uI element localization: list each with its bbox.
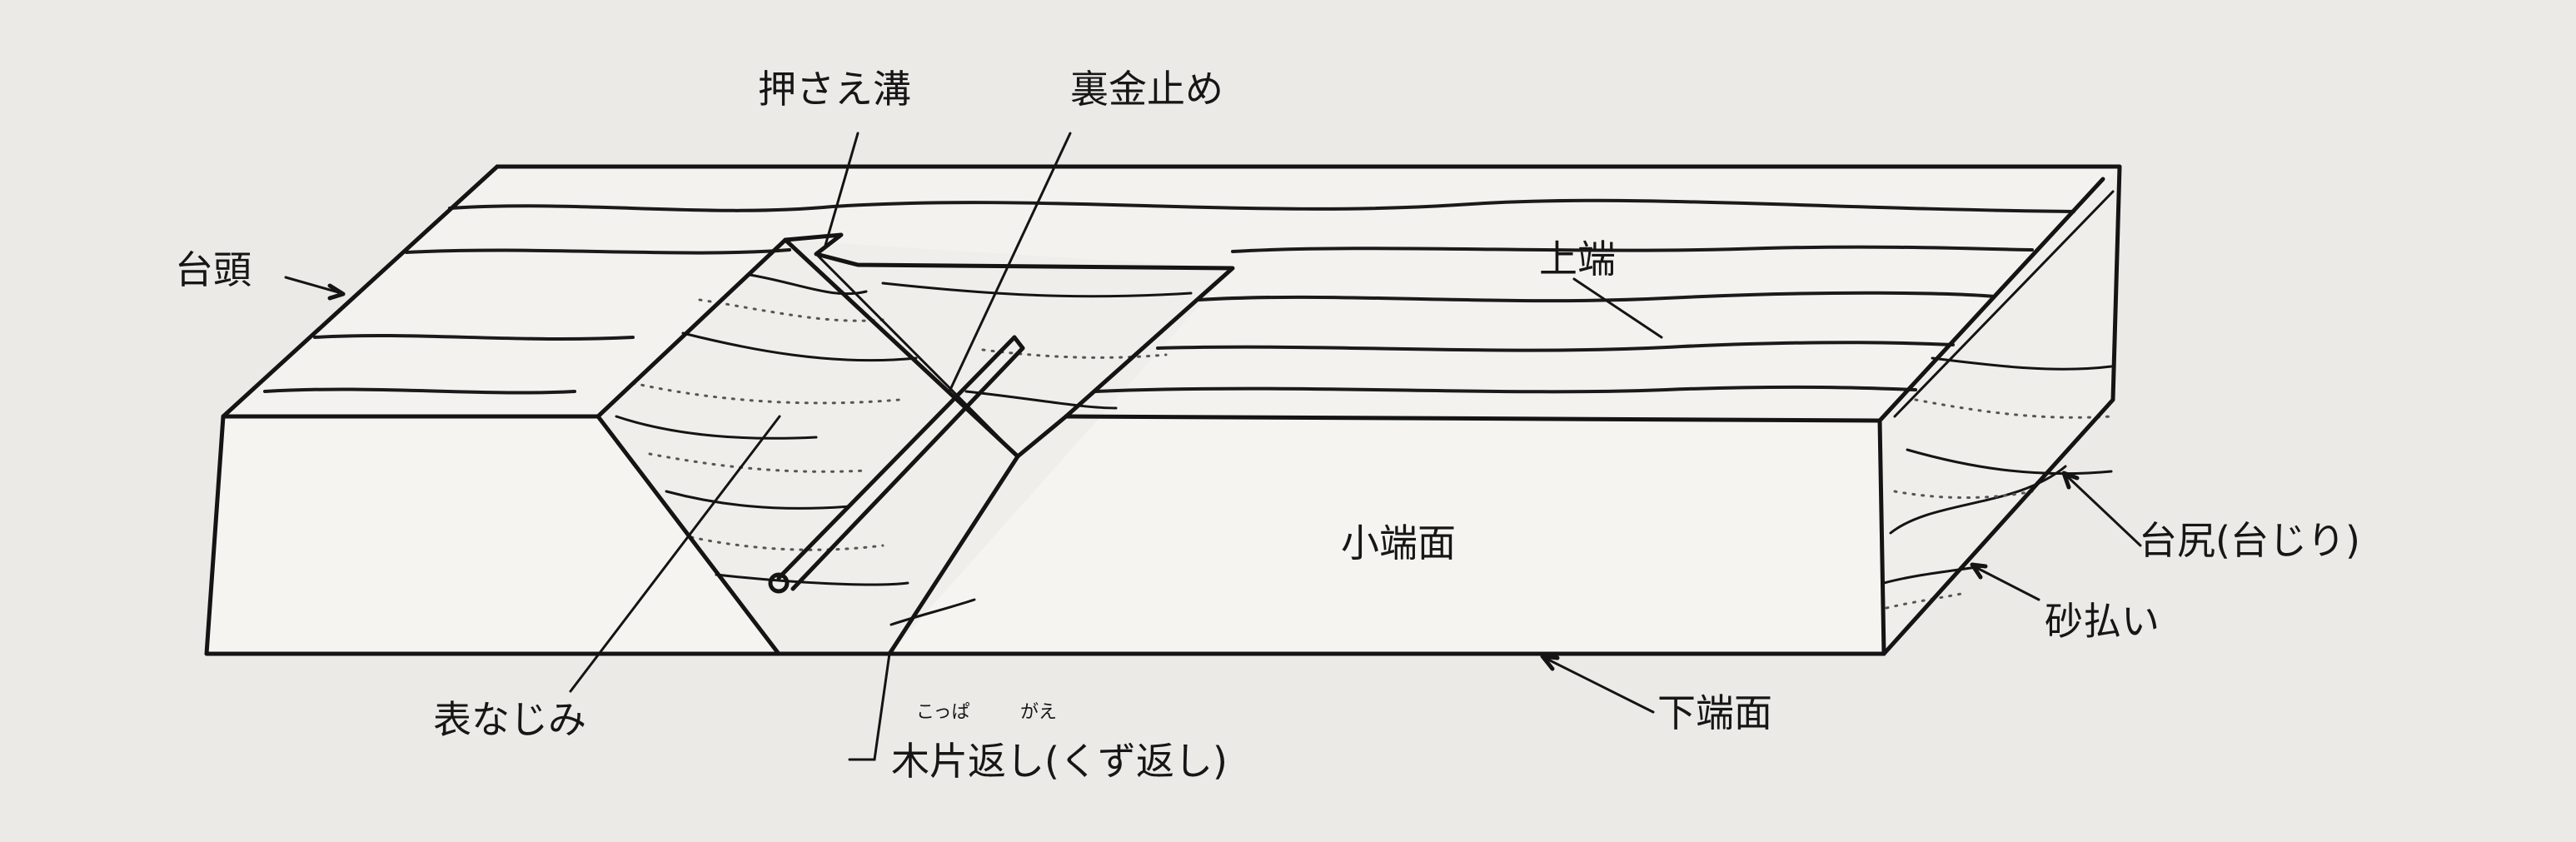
grain-line (313, 333, 635, 341)
grain-line (263, 387, 576, 395)
grain-line (889, 598, 976, 626)
holding-groove-edge-inner (815, 252, 1019, 458)
block-outline (495, 164, 2122, 656)
arrowhead (327, 283, 346, 301)
label-shitaba-men: 下端面 (1657, 690, 1772, 735)
grain-line (1931, 356, 2113, 371)
leader-koppa-gaeshi (848, 652, 891, 761)
label-uwaba: 上端 (1539, 237, 1616, 281)
leader-dai-gashira (284, 276, 343, 295)
grain-line (1882, 565, 1984, 585)
retaining-pin-end (768, 572, 790, 594)
grain-dotted (631, 381, 901, 405)
front-face (207, 416, 779, 654)
label-kobaba-men: 小端面 (1341, 521, 1456, 565)
butt-end-face (1880, 167, 2120, 654)
label-omote-najimi: 表なじみ (433, 697, 586, 742)
leader-uwaba (1572, 277, 1663, 339)
leader-uragane-dome (948, 132, 1072, 393)
furigana-koppa: こっぱ (916, 702, 969, 723)
grain-line (1094, 385, 1917, 394)
leader-omote-najimi (569, 415, 781, 693)
grain-line (1906, 448, 2113, 476)
grain-line (1156, 341, 1955, 352)
arrowhead (2061, 471, 2080, 490)
small-end-top-edge (1064, 414, 1882, 423)
bed-slope (598, 240, 1233, 654)
label-dai-gashira: 台頭 (175, 247, 252, 292)
small-end-face (889, 416, 1884, 654)
arrowhead (1540, 654, 1560, 671)
leader-osae-mizo (823, 132, 859, 250)
right-top-edge (1877, 177, 2105, 423)
grain-line (881, 281, 1193, 298)
grain-line (1231, 245, 2034, 253)
right-vertical-edge (1877, 418, 1886, 656)
right-chamfer-line (1893, 190, 2115, 418)
arrowhead (1970, 562, 1988, 580)
grain-line (964, 390, 1118, 410)
mouth-bed-left (595, 237, 788, 419)
retaining-pin-top (1012, 335, 1025, 351)
retaining-pin (776, 335, 1025, 591)
grain-line (681, 331, 918, 362)
label-osae-mizo: 押さえ溝 (758, 67, 911, 112)
holding-groove-edge (783, 237, 1020, 459)
label-uragane-dome: 裏金止め (1070, 67, 1223, 112)
grain-line (1198, 291, 1996, 303)
leader-suna-barai (1972, 565, 2040, 601)
grain-dotted (1885, 591, 1967, 610)
grain-line (715, 573, 909, 586)
label-suna-barai: 砂払い (2045, 599, 2160, 644)
grain-dotted (690, 536, 884, 551)
block-outline (204, 164, 781, 656)
leader-shitaba-men (1543, 656, 1655, 714)
label-koppa-gaeshi: 木片返し(くず返し) (891, 739, 1228, 784)
grain-line (1889, 465, 2067, 535)
grain-line (405, 248, 791, 255)
grain-line (448, 198, 2075, 213)
furigana-gae: がえ (1020, 702, 1057, 723)
label-dai-jiri: 台尻(台じり) (2139, 518, 2360, 563)
grain-line (665, 490, 851, 510)
grain-dotted (648, 452, 868, 473)
leader-dai-jiri (2064, 473, 2142, 547)
grain-line (615, 415, 818, 440)
throat-outline (783, 232, 1235, 419)
